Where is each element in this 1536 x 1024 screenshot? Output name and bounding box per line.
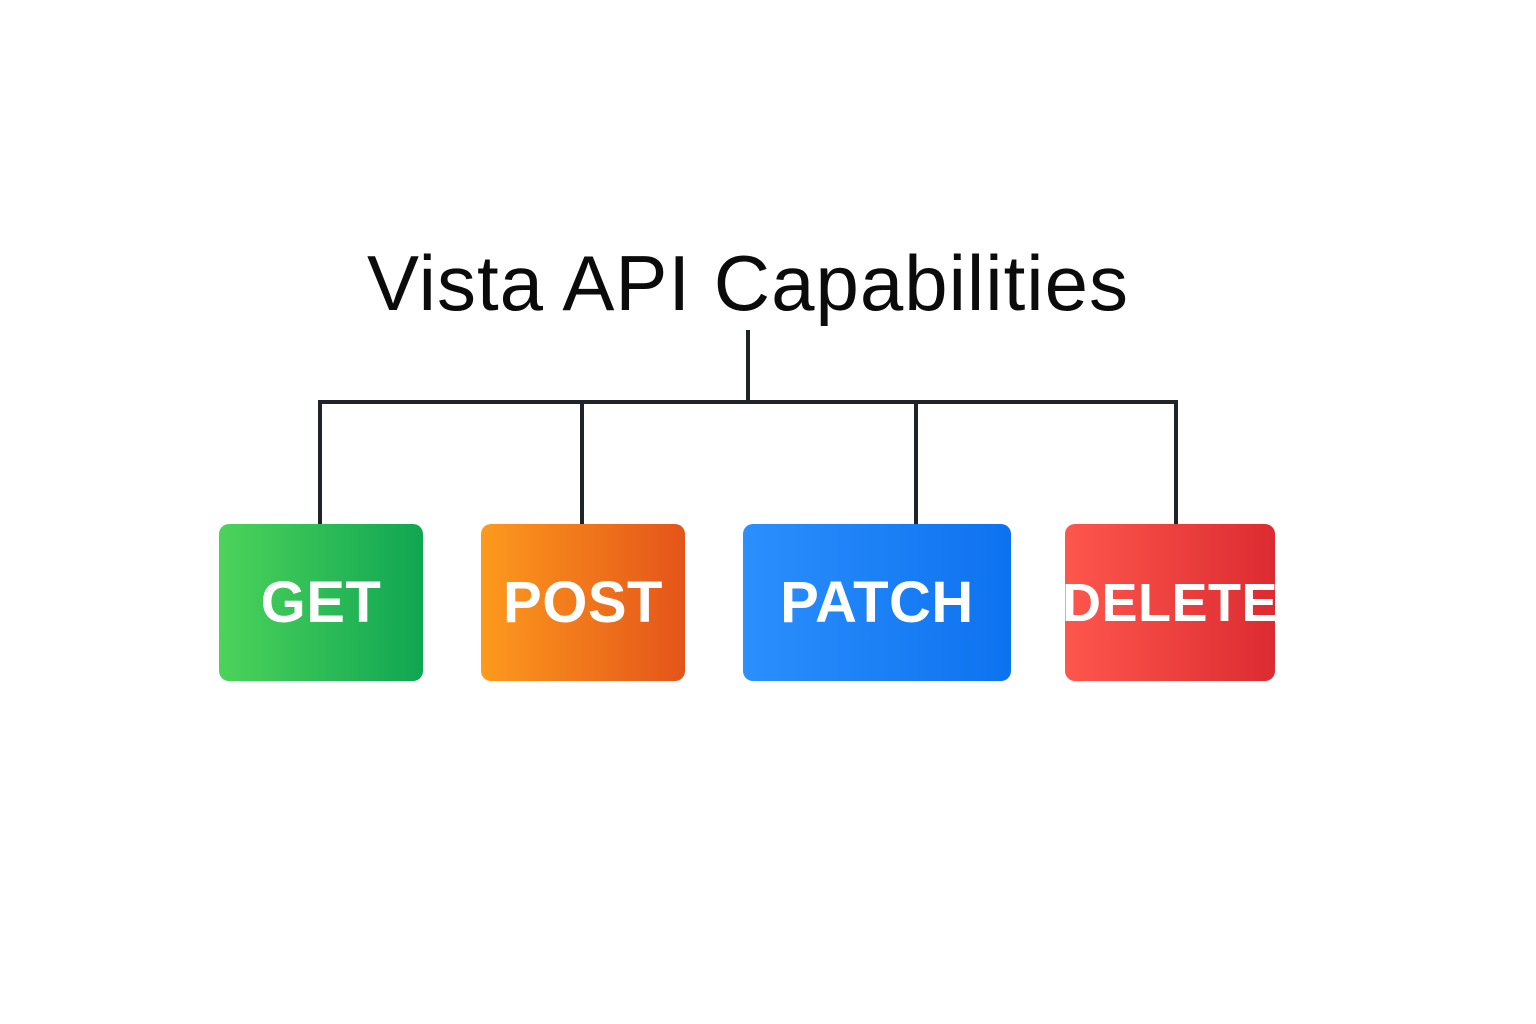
method-node-patch: PATCH [743, 524, 1011, 681]
method-node-post: POST [481, 524, 685, 681]
diagram-title: Vista API Capabilities [367, 239, 1129, 327]
method-label-delete: DELETE [1061, 572, 1279, 633]
method-node-get: GET [219, 524, 423, 681]
method-label-post: POST [503, 570, 663, 635]
method-label-patch: PATCH [780, 570, 974, 635]
method-node-delete: DELETE [1061, 524, 1279, 681]
method-label-get: GET [260, 570, 382, 635]
